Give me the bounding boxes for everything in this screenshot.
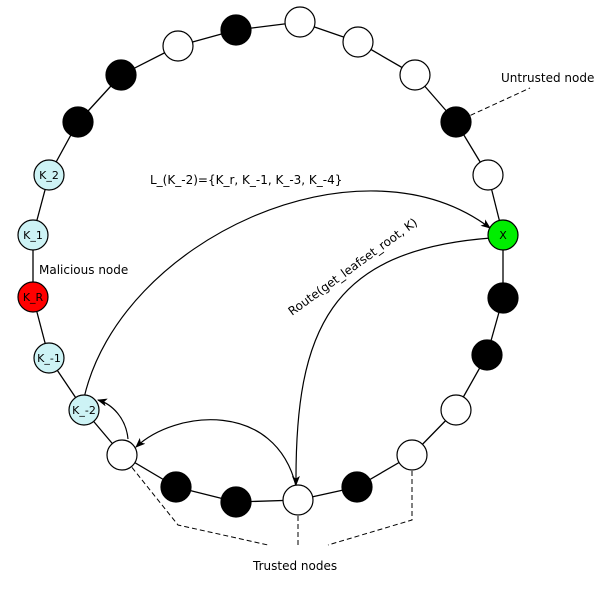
node-k-r-circle [17,281,49,313]
ring-node-18 [105,59,137,91]
node-k-r: K_R [17,281,49,313]
trusted-pointer-line-right [327,455,413,546]
node-k-1-circle [17,219,49,251]
ring-node-12 [341,471,373,503]
trusted-nodes-label: Trusted nodes [252,559,337,573]
ring-edges [32,21,504,503]
node-x-circle [487,219,519,251]
ring-node-1 [162,30,194,62]
ring-node-5 [399,59,431,91]
ring-node-7-circle [472,159,504,191]
ring-node-17 [62,106,94,138]
node-x-label: X [499,229,507,242]
untrusted-pointer-line [455,87,531,123]
ring-node-9-circle [471,339,503,371]
ring-node-8-circle [487,282,519,314]
node-k-2-circle [33,159,65,191]
ring-node-3 [284,6,316,38]
leafset-label: L_(K_-2)={K_r, K_-1, K_-3, K_-4} [150,173,342,187]
ring-node-2-circle [220,14,252,46]
node-k-minus-1: K_-1 [33,342,65,374]
node-k-minus-2-label: K_-2 [72,404,96,417]
ring-node-12-circle [341,471,373,503]
node-k-r-label: K_R [23,291,44,304]
ring-nodes: X K_-2 K_-1 K_R K_1 K_2 [17,6,519,518]
ring-node-3-circle [284,6,316,38]
route-arrow [291,237,492,486]
ring-node-16 [106,439,138,471]
ring-node-15 [160,471,192,503]
trusted-forward-arrow [135,419,297,487]
node-k-minus-2: K_-2 [68,394,100,426]
ring-node-13 [282,484,314,516]
malicious-node-label: Malicious node [39,263,128,277]
node-k-minus-1-label: K_-1 [37,352,61,365]
ring-node-6-circle [440,106,472,138]
node-k-1: K_1 [17,219,49,251]
arrows [83,190,492,487]
ring-node-16-circle [106,439,138,471]
node-k-minus-1-circle [33,342,65,374]
ring-node-8 [487,282,519,314]
node-k-1-label: K_1 [23,229,43,242]
return-arrow [97,398,129,440]
ring-node-17-circle [62,106,94,138]
node-x: X [487,219,519,251]
ring-node-11 [396,439,428,471]
ring-node-14-circle [220,486,252,518]
node-k-2: K_2 [33,159,65,191]
ring-node-4 [342,26,374,58]
node-k-minus-2-circle [68,394,100,426]
ring-node-4-circle [342,26,374,58]
node-k-2-label: K_2 [39,169,59,182]
pointer-lines [121,87,531,546]
ring-node-10 [440,394,472,426]
leafset-request-arrow [83,190,491,399]
ring-node-7 [472,159,504,191]
ring-node-18-circle [105,59,137,91]
untrusted-node-label: Untrusted node [501,71,594,85]
ring-node-1-circle [162,30,194,62]
ring-node-2 [220,14,252,46]
ring-node-15-circle [160,471,192,503]
ring-node-5-circle [399,59,431,91]
ring-node-11-circle [396,439,428,471]
ring-node-10-circle [440,394,472,426]
ring-node-13-circle [282,484,314,516]
ring-node-9 [471,339,503,371]
ring-node-6 [440,106,472,138]
ring-node-14 [220,486,252,518]
route-label: Route(get_leafset_root, K) [286,215,421,318]
trusted-pointer-line-left [121,454,269,546]
